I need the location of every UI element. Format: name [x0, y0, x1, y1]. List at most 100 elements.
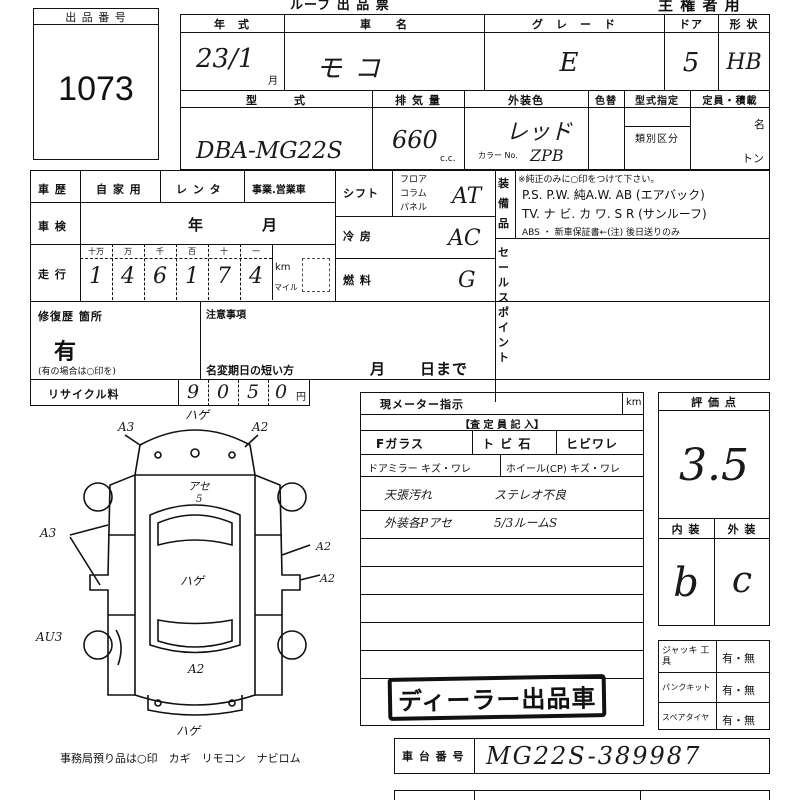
- lot-number: 1073: [58, 70, 134, 108]
- spec-label: 型式指定: [635, 96, 679, 107]
- mile-checkbox[interactable]: [302, 258, 330, 292]
- equipment-note: ※純正のみに○印をつけて下さい。: [518, 175, 660, 185]
- bottom-frame-partial: [394, 790, 770, 800]
- inspection-year: 年: [188, 216, 205, 234]
- mark-a2-right-upper: A2: [316, 540, 331, 553]
- history-private[interactable]: 自 家 用: [96, 183, 142, 196]
- shape-value: HB: [726, 50, 762, 75]
- score-value: 3.5: [679, 440, 749, 491]
- history-business[interactable]: 事業.営業車: [252, 185, 306, 196]
- inspection-frame: [360, 392, 644, 726]
- mark-5-roof: 5: [196, 494, 203, 505]
- colorcode-label: カラー No.: [478, 151, 518, 160]
- tobi-label[interactable]: ト ビ 石: [482, 437, 532, 451]
- inspection-label: 車 検: [38, 220, 67, 233]
- digit-header-10: 十: [220, 247, 228, 256]
- hibi-label[interactable]: ヒビワレ: [566, 437, 619, 451]
- fuel-label: 燃 料: [343, 274, 372, 287]
- mirror-label[interactable]: ドアミラー キズ・ワレ: [368, 464, 471, 475]
- shift-floor[interactable]: フロア: [400, 175, 428, 185]
- footer-note: 事務局預り品は○印 カギ リモコン ナビロム: [60, 752, 301, 765]
- digit-header-1k: 千: [156, 247, 164, 256]
- mileage-digit: 4: [249, 264, 263, 289]
- mark-a3-top: A3: [118, 420, 135, 434]
- inspection-note-2: 外装各Pアセ: [384, 516, 452, 530]
- shift-column[interactable]: コラム: [400, 189, 427, 199]
- shape-label: 形 状: [729, 18, 759, 31]
- mileage-digit: 7: [217, 264, 231, 289]
- equipment-line3[interactable]: ABS ・ 新車保証書←(注) 後日送りのみ: [522, 228, 681, 238]
- repair-note: (有の場合は○印を): [38, 367, 116, 377]
- mileage-digit: 1: [185, 264, 199, 289]
- f-glass-label: Fガラス: [376, 437, 424, 451]
- exterior-value: c: [731, 560, 753, 601]
- km-unit: km: [275, 262, 291, 273]
- name-change-day: 日まで: [420, 360, 469, 378]
- meter-km-unit: km: [626, 397, 642, 408]
- digit-header-10k: 万: [124, 247, 132, 256]
- model-value: DBA-MG22S: [196, 138, 343, 164]
- mark-hage-body: ハゲ: [180, 574, 205, 588]
- assessor-title: 【査 定 員 記 入】: [460, 420, 544, 431]
- year-unit: 月: [268, 76, 278, 87]
- jack-option[interactable]: 有・無: [722, 652, 755, 665]
- ton-unit: トン: [742, 152, 764, 165]
- cc-unit: c.c.: [440, 154, 456, 164]
- recycle-frame: [30, 380, 310, 406]
- name-change-month: 月: [370, 360, 387, 378]
- name-value: モコ: [316, 54, 393, 84]
- inspection-note-4: 5/3ルームS: [494, 516, 558, 530]
- form-title-partial: ルーブ 出 品 票: [290, 0, 390, 13]
- meter-label: 現メーター指示: [380, 398, 464, 411]
- repair-label: 修復歴 箇所: [38, 310, 103, 323]
- shift-panel[interactable]: パネル: [400, 203, 428, 213]
- door-label: ドア: [679, 18, 703, 31]
- spare-option[interactable]: 有・無: [722, 714, 755, 727]
- name-label: 車 名: [360, 18, 408, 31]
- persons-unit: 名: [754, 118, 765, 131]
- recycle-digit: 9: [186, 381, 200, 403]
- shift-value: AT: [452, 184, 482, 209]
- mileage-label: 走 行: [38, 268, 67, 281]
- door-value: 5: [682, 48, 700, 78]
- colorno-label: 色替: [595, 96, 617, 107]
- class-label: 類別区分: [635, 134, 679, 145]
- shift-label: シフト: [343, 187, 379, 200]
- mark-ase-roof: アセ: [188, 480, 210, 493]
- jack-label: ジャッキ 工 具: [662, 646, 710, 667]
- lot-box: [33, 8, 159, 160]
- chassis-frame: [394, 738, 770, 774]
- model-label: 型 式: [246, 94, 306, 107]
- name-change-label: 名変期日の短い方: [206, 364, 294, 377]
- equipment-label: 装備品: [498, 177, 510, 230]
- accessories-frame: [658, 640, 770, 730]
- score-label: 評 価 点: [691, 396, 737, 409]
- equipment-line2[interactable]: TV. ナ ビ. カ ワ. S R (サンルーフ): [522, 207, 707, 221]
- interior-label: 内 装: [671, 523, 701, 536]
- fuel-value: G: [458, 268, 476, 293]
- recycle-digit: 0: [216, 381, 230, 403]
- caution-label: 注意事項: [206, 310, 246, 321]
- mark-au3-left: AU3: [36, 630, 63, 644]
- chassis-label: 車 台 番 号: [402, 750, 465, 763]
- inspection-note-3: ステレオ不良: [494, 488, 567, 502]
- recycle-digit: 0: [274, 381, 288, 403]
- displacement-label: 排 気 量: [395, 94, 441, 107]
- mark-a2-top: A2: [252, 420, 269, 434]
- recycle-label: リサイクル料: [48, 388, 120, 401]
- equipment-line1[interactable]: P.S. P.W. 純A.W. AB (エアバック): [522, 188, 705, 202]
- year-label: 年 式: [214, 18, 250, 31]
- repair-frame: [30, 302, 770, 380]
- colorcode-value: ZPB: [530, 146, 564, 165]
- mileage-digit: 6: [153, 264, 167, 289]
- history-rental[interactable]: レ ン タ: [176, 183, 222, 196]
- car-damage-diagram: [69, 429, 321, 716]
- wheel-label[interactable]: ホイール(CP) キズ・ワレ: [506, 464, 620, 475]
- sales-point-label: セールスポイント: [498, 246, 509, 364]
- dealer-stamp: ディーラー出品車: [387, 674, 607, 721]
- mark-a2-right: A2: [320, 572, 335, 585]
- year-value: 23/1: [196, 44, 255, 74]
- mileage-digit: 4: [121, 264, 135, 289]
- puncture-option[interactable]: 有・無: [722, 684, 755, 697]
- puncture-label: パンクキット: [662, 683, 711, 692]
